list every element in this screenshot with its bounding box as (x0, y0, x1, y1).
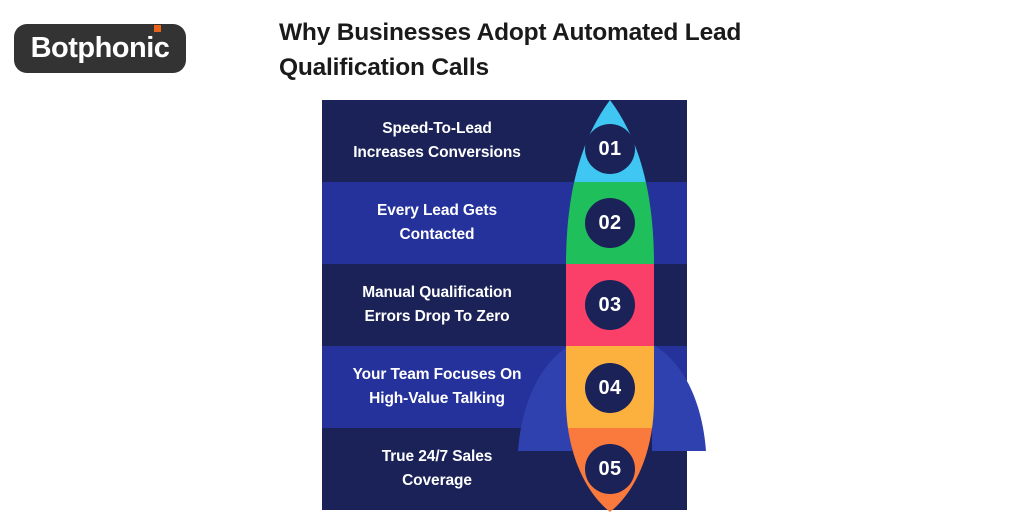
brand-logo-label: Botphonic (30, 32, 170, 64)
brand-logo-dot-icon (154, 25, 162, 32)
step-label-line-2: Errors Drop To Zero (364, 308, 510, 325)
page-title-line-2: Qualification Calls (279, 53, 489, 81)
step-label-line-1: True 24/7 Sales (381, 448, 493, 466)
step-label-line-1: Manual Qualification (362, 284, 512, 302)
step-label-line-1: Every Lead Gets (377, 202, 497, 220)
rocket-illustration: 01 02 03 04 05 (512, 99, 722, 514)
page-title: Why Businesses Adopt Automated Lead Qual… (279, 16, 799, 86)
rocket-fin-right-icon (652, 344, 706, 451)
rocket-infographic: Speed-To-Lead Increases Conversions Ever… (322, 99, 722, 514)
step-label-line-2: Coverage (402, 472, 472, 489)
brand-logo: Botphonic (14, 24, 186, 73)
step-label-line-2: High-Value Talking (369, 390, 505, 407)
step-number-badge: 05 (585, 444, 635, 494)
step-label-line-1: Speed-To-Lead (382, 120, 492, 138)
brand-logo-text: Botphonic (30, 25, 170, 64)
step-label-line-1: Your Team Focuses On (352, 366, 522, 384)
rocket-fin-left-icon (518, 344, 572, 451)
step-number-badge: 02 (585, 198, 635, 248)
step-label-line-2: Contacted (399, 226, 475, 243)
step-number-badge: 04 (585, 363, 635, 413)
step-number-badge: 01 (585, 124, 635, 174)
step-number-badge: 03 (585, 280, 635, 330)
step-label-line-2: Increases Conversions (353, 144, 521, 161)
page-title-line-1: Why Businesses Adopt Automated Lead (279, 19, 742, 46)
